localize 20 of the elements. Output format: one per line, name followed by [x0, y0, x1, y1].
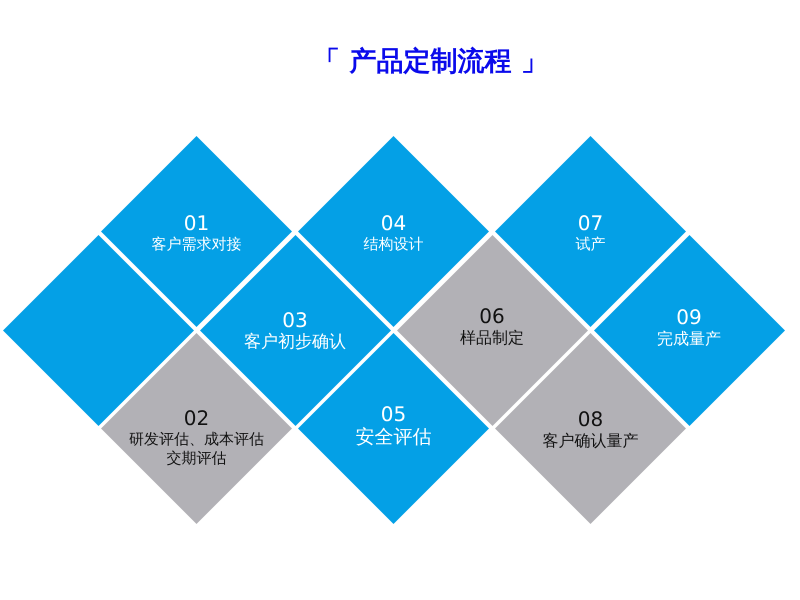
step-label: 客户初步确认 [244, 332, 346, 354]
step-number: 02 [184, 407, 210, 430]
step-number: 01 [184, 212, 210, 235]
step-label: 安全评估 [356, 426, 432, 450]
step-diamond [101, 333, 292, 524]
step-number: 08 [578, 408, 604, 431]
step-number: 06 [479, 304, 505, 328]
step-number: 03 [282, 308, 308, 332]
title: 「 产品定制流程 」 [313, 45, 548, 79]
step-label: 结构设计 [364, 234, 424, 254]
step-number: 04 [380, 212, 406, 235]
step-number: 05 [380, 403, 406, 426]
step-label: 完成量产 [657, 328, 721, 348]
step-number: 09 [676, 306, 702, 328]
step-number: 07 [578, 212, 604, 235]
step-label: 客户需求对接 [152, 234, 242, 254]
step-label: 样品制定 [460, 328, 524, 348]
step-label: 客户确认量产 [542, 431, 638, 451]
step-label: 研发评估、成本评估交期评估 [128, 430, 265, 468]
step-label: 试产 [576, 234, 606, 254]
